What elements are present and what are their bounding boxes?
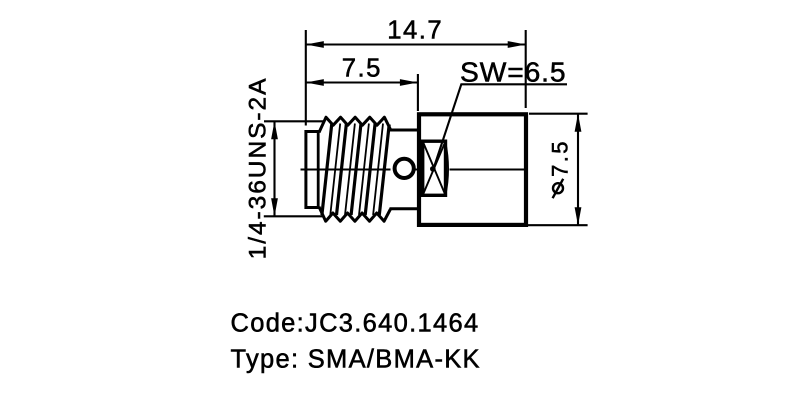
svg-text:Type: SMA/BMA-KK: Type: SMA/BMA-KK <box>231 346 481 374</box>
svg-text:SW=6.5: SW=6.5 <box>460 56 566 88</box>
svg-text:7.5: 7.5 <box>342 54 382 82</box>
svg-text:7.5: 7.5 <box>548 139 573 177</box>
svg-text:1/4-36UNS-2A: 1/4-36UNS-2A <box>244 77 271 260</box>
svg-text:14.7: 14.7 <box>387 16 443 44</box>
svg-text:Code:JC3.640.1464: Code:JC3.640.1464 <box>231 310 480 338</box>
